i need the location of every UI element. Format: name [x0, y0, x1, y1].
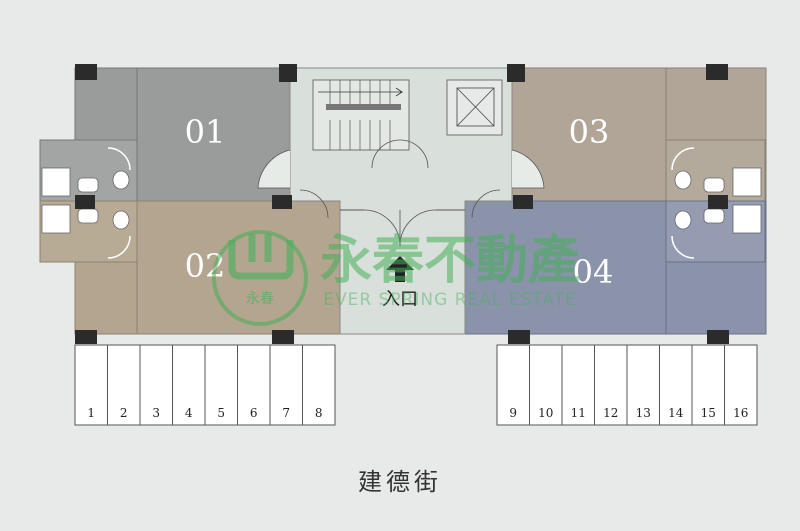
parking-slot-number: 5	[217, 406, 225, 420]
watermark-brand-cn: 永春不動產	[320, 231, 580, 291]
parking-slot: 15	[691, 344, 725, 426]
parking-slot-number: 11	[571, 406, 586, 420]
parking-slot-number: 3	[152, 406, 160, 420]
parking-slot: 16	[724, 344, 758, 426]
parking-slot-number: 2	[120, 406, 128, 420]
parking-slot-number: 6	[250, 406, 258, 420]
parking-slot: 8	[302, 344, 336, 426]
parking-slot: 5	[204, 344, 238, 426]
parking-slot: 3	[139, 344, 173, 426]
parking-slot-number: 14	[668, 406, 684, 420]
parking-slot-number: 16	[733, 406, 748, 420]
parking-slot-number: 9	[509, 406, 517, 420]
watermark: 永春 永春不動產 EVER SPRING REAL ESTATE	[212, 230, 580, 326]
watermark-brand-small: 永春	[246, 291, 274, 307]
parking-slot: 4	[172, 344, 206, 426]
entrance: 入口	[382, 256, 418, 310]
parking-slot-number: 8	[315, 406, 323, 420]
parking-slot: 2	[107, 344, 141, 426]
parking-slot-number: 15	[701, 406, 716, 420]
parking-slot: 6	[237, 344, 271, 426]
parking-left: 1 2 3 4 5 6 7 8	[74, 344, 336, 426]
parking-slot-number: 10	[538, 406, 553, 420]
parking-slot: 10	[529, 344, 563, 426]
parking-slot-number: 13	[636, 406, 651, 420]
right-bathrooms	[665, 139, 766, 263]
parking-slot: 9	[496, 344, 530, 426]
unit-01-label: 01	[185, 113, 226, 151]
entrance-label: 入口	[382, 289, 418, 310]
entrance-arrow-icon	[386, 256, 414, 282]
parking-slot: 13	[626, 344, 660, 426]
parking-slot-number: 1	[87, 406, 95, 420]
street-name: 建德街	[358, 468, 442, 496]
central-core	[257, 67, 545, 335]
structural-columns	[75, 64, 729, 344]
parking-right: 9 10 11 12 13 14 15 16	[496, 344, 758, 426]
unit-03-label: 03	[569, 113, 610, 151]
parking-slot-number: 12	[603, 406, 618, 420]
parking-slot-number: 4	[185, 406, 193, 420]
watermark-brand-en: EVER SPRING REAL ESTATE	[323, 290, 577, 310]
parking-slot: 7	[269, 344, 303, 426]
parking-slot: 12	[594, 344, 628, 426]
parking-slot: 1	[74, 344, 108, 426]
parking-slot: 11	[561, 344, 595, 426]
parking-slot-number: 7	[282, 406, 290, 420]
unit-02-label: 02	[185, 247, 226, 285]
stair-icon	[312, 79, 410, 151]
elevator-icon	[446, 79, 503, 136]
left-bathrooms	[39, 139, 138, 263]
parking-slot: 14	[659, 344, 693, 426]
unit-04-label: 04	[573, 253, 614, 291]
watermark-logo-icon	[212, 230, 308, 326]
